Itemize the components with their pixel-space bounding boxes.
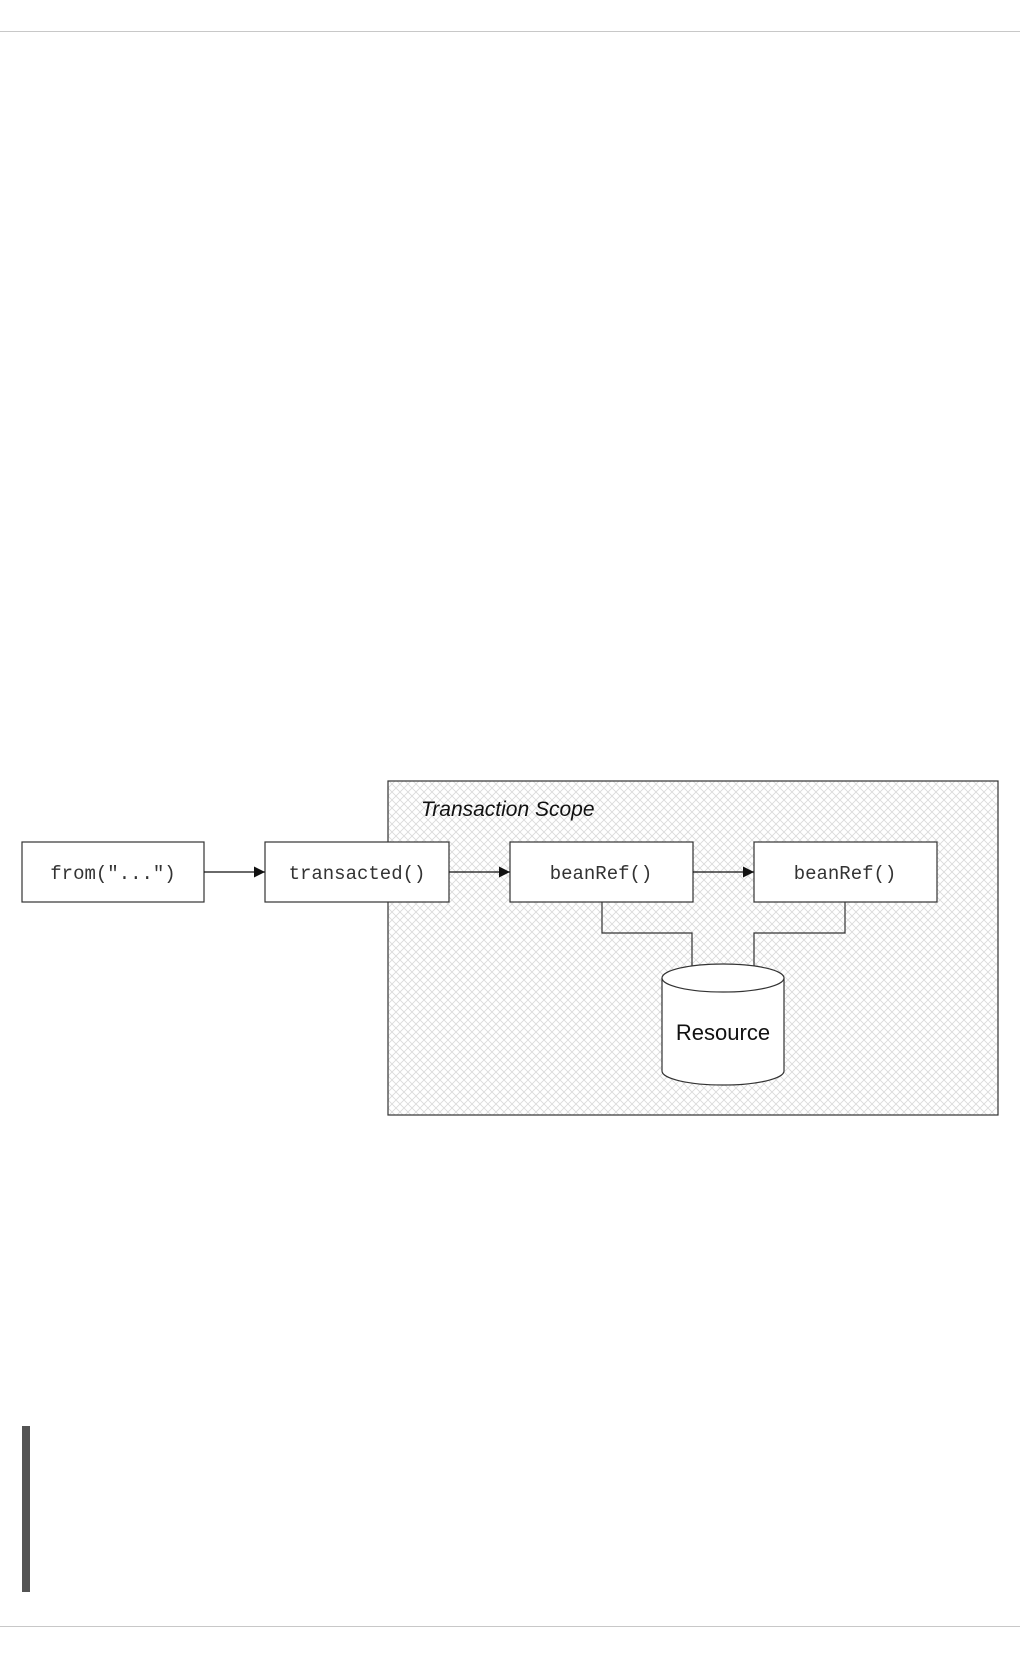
node-beanref-1: beanRef() — [509, 841, 694, 903]
node-beanref-2-label: beanRef() — [794, 863, 897, 885]
node-from-label: from("...") — [50, 863, 175, 885]
resource-database-icon: Resource — [661, 963, 785, 1086]
node-transacted-label: transacted() — [289, 863, 426, 885]
top-divider — [0, 31, 1020, 32]
transaction-scope-label: Transaction Scope — [421, 798, 595, 821]
node-beanref-1-label: beanRef() — [550, 863, 653, 885]
note-sidebar-bar — [22, 1426, 30, 1592]
node-beanref-2: beanRef() — [753, 841, 938, 903]
node-from: from("...") — [21, 841, 205, 903]
bottom-divider — [0, 1626, 1020, 1627]
node-transacted: transacted() — [264, 841, 450, 903]
resource-label: Resource — [676, 1020, 770, 1045]
